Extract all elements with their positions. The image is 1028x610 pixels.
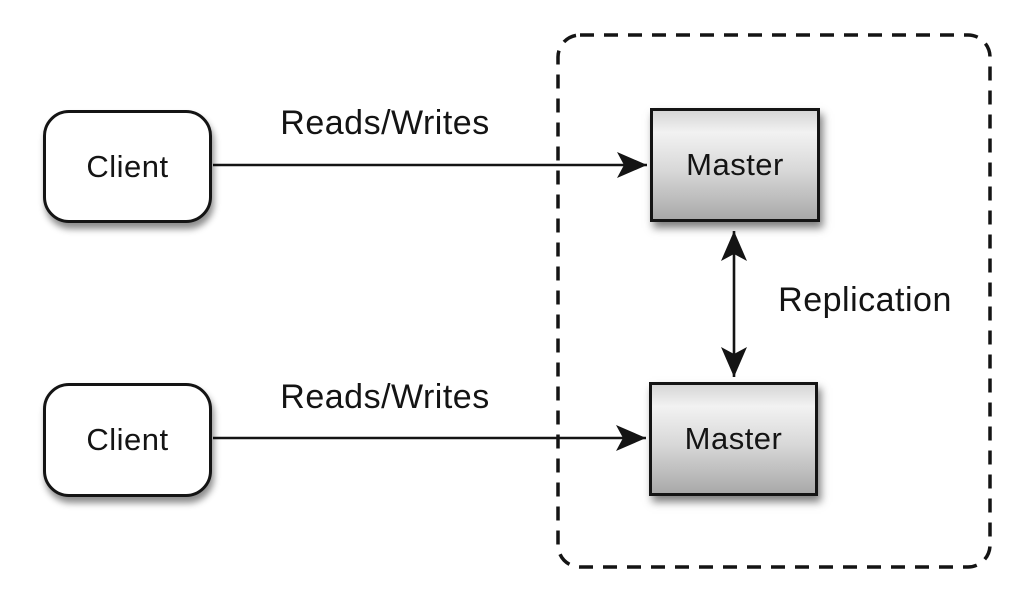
node-master-bottom-label: Master	[684, 421, 783, 456]
node-client-bottom[interactable]: Client	[43, 383, 212, 497]
edge-label-reads-writes-bottom: Reads/Writes	[280, 378, 490, 416]
replication-group-boundary	[556, 33, 992, 569]
node-client-top[interactable]: Client	[43, 110, 212, 223]
edge-label-replication: Replication	[778, 281, 952, 319]
node-master-bottom[interactable]: Master	[649, 382, 818, 496]
edge-label-reads-writes-top: Reads/Writes	[280, 104, 490, 142]
node-client-bottom-label: Client	[86, 422, 169, 457]
node-master-top-label: Master	[686, 147, 784, 182]
node-master-top[interactable]: Master	[650, 108, 820, 222]
node-client-top-label: Client	[86, 148, 169, 184]
